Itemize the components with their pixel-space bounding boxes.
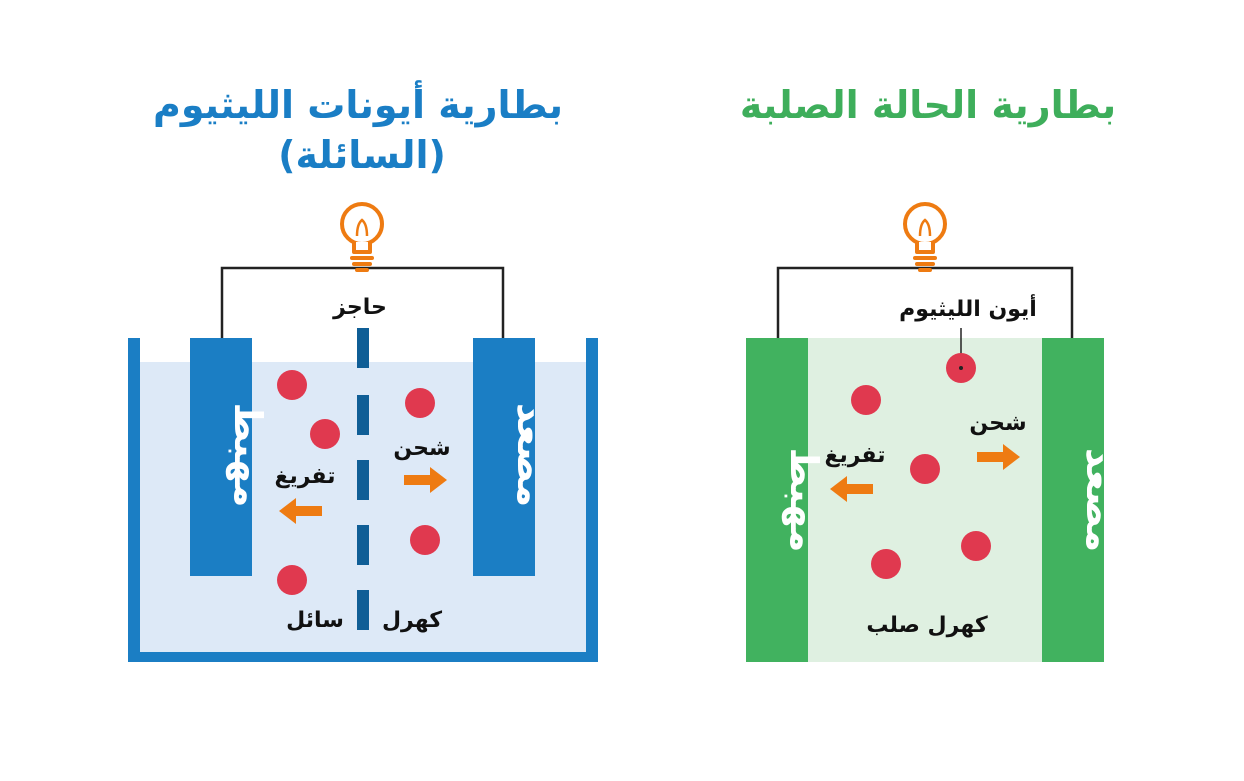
- liquid-discharge-label: تفريغ: [274, 464, 335, 489]
- solid-discharge-label: تفريغ: [824, 443, 885, 468]
- lithium-ion: [871, 549, 901, 579]
- separator-label: حاجز: [332, 295, 387, 320]
- ion-pointer-dot: [959, 366, 963, 370]
- solid-charge-label: شحن: [969, 411, 1026, 436]
- solid-electrolyte-label: كهرل صلب: [866, 613, 987, 638]
- liquid-charge-label: شحن: [393, 436, 450, 461]
- solid-lightbulb-icon: [903, 202, 947, 272]
- lithium-ion: [310, 419, 340, 449]
- lithium-ion: [277, 565, 307, 595]
- liquid-battery: بطارية أيونات الليثيوم (السائلة) مهبط مص…: [128, 80, 598, 662]
- liquid-cathode-label: مهبط: [226, 403, 270, 508]
- liquid-anode: [473, 338, 535, 576]
- liquid-label: سائل: [286, 608, 344, 633]
- lithium-ion: [405, 388, 435, 418]
- separator: [357, 328, 369, 630]
- solid-anode-label: مصعد: [1078, 448, 1122, 552]
- lithium-ion: [910, 454, 940, 484]
- solid-cathode-label: مهبط: [782, 448, 826, 553]
- liquid-battery-title-line1: بطارية أيونات الليثيوم: [153, 80, 563, 128]
- lithium-ion: [851, 385, 881, 415]
- lithium-ion: [961, 531, 991, 561]
- solid-battery: بطارية الحالة الصلبة مهبط مصعد أيون اللي…: [740, 83, 1122, 662]
- liquid-lightbulb-icon: [340, 202, 384, 272]
- lithium-ion: [277, 370, 307, 400]
- liquid-anode-label: مصعد: [509, 403, 553, 507]
- liquid-lithium-ions: [277, 370, 440, 595]
- solid-battery-title: بطارية الحالة الصلبة: [740, 83, 1116, 127]
- solid-cathode: [746, 338, 808, 662]
- lithium-ion: [410, 525, 440, 555]
- liquid-electrolyte-label: كهرل: [382, 608, 442, 633]
- liquid-battery-title-line2: (السائلة): [278, 133, 446, 177]
- lithium-ion-label: أيون الليثيوم: [899, 293, 1037, 322]
- liquid-cathode: [190, 338, 252, 576]
- solid-anode: [1042, 338, 1104, 662]
